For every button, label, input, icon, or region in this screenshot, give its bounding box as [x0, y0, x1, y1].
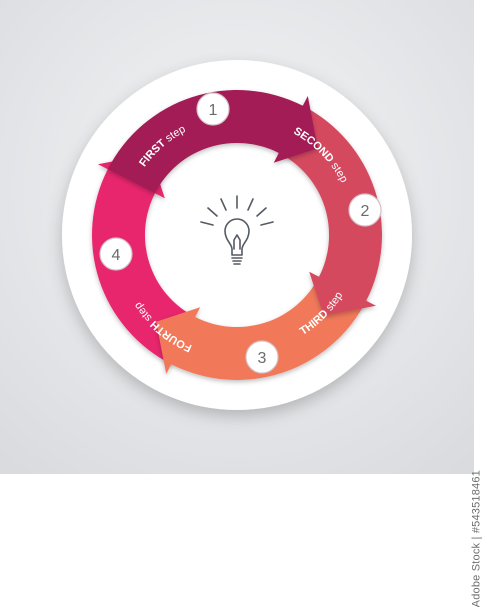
step-2-number: 2	[361, 203, 370, 220]
step-4-number: 4	[112, 247, 121, 264]
step-1-number: 1	[209, 102, 218, 119]
step-1-badge: 1	[196, 92, 230, 126]
stock-id-label: Adobe Stock | #543518461	[470, 470, 482, 607]
step-3-number: 3	[258, 350, 267, 367]
step-1-arrow-segment	[107, 90, 318, 194]
step-3-badge: 3	[245, 340, 279, 374]
step-2-badge: 2	[348, 193, 382, 227]
step-4-arrow-segment	[92, 154, 196, 365]
step-2-arrow-segment	[278, 105, 382, 316]
cycle-diagram: FIRST step SECOND step THIRD step FOURTH…	[0, 0, 474, 474]
lightbulb-icon	[200, 195, 274, 265]
step-4-badge: 4	[99, 237, 133, 271]
step-3-arrow-segment	[156, 276, 367, 380]
